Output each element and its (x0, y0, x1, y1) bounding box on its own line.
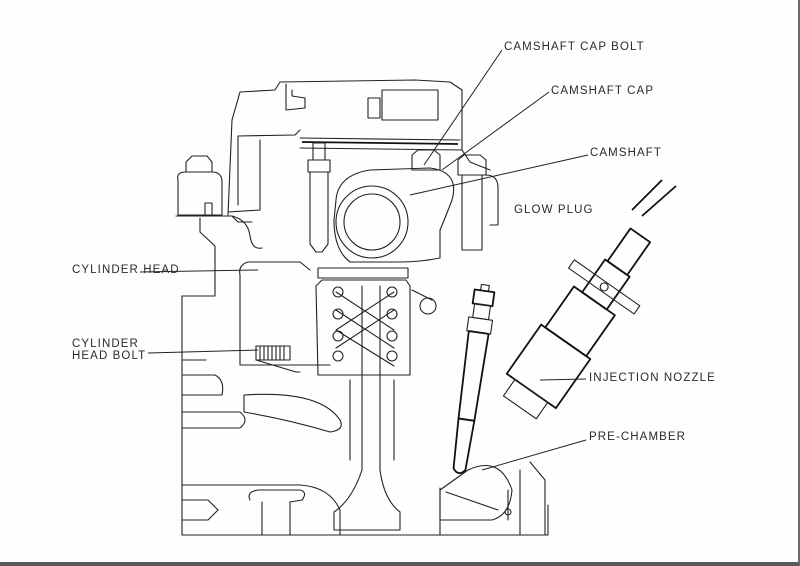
cam-cover (227, 79, 491, 216)
label-injection-nozzle: INJECTION NOZZLE (589, 372, 716, 384)
label-cylinder-head: CYLINDER HEAD (72, 264, 180, 276)
label-pre-chamber: PRE-CHAMBER (589, 431, 687, 443)
camshaft (333, 167, 455, 263)
label-glow-plug: GLOW PLUG (514, 204, 594, 216)
left-bolt (175, 155, 263, 249)
cylinder-head-block (181, 217, 549, 536)
cylinder-head-bolt (255, 345, 301, 373)
label-cylinder-head-bolt-line1: CYLINDER (72, 338, 139, 350)
leader-lines (139, 49, 589, 471)
fuel-line (631, 179, 677, 217)
glow-plug (452, 283, 496, 474)
label-camshaft: CAMSHAFT (590, 147, 663, 159)
injection-nozzle (502, 227, 652, 420)
label-cylinder-head-bolt-line2: HEAD BOLT (72, 350, 147, 362)
valve-assembly (315, 267, 437, 531)
pre-chamber (439, 461, 546, 536)
label-camshaft-cap: CAMSHAFT CAP (551, 85, 655, 97)
center-stud (307, 142, 331, 253)
camshaft-cap-bolt (411, 149, 499, 251)
label-camshaft-cap-bolt: CAMSHAFT CAP BOLT (504, 41, 645, 53)
